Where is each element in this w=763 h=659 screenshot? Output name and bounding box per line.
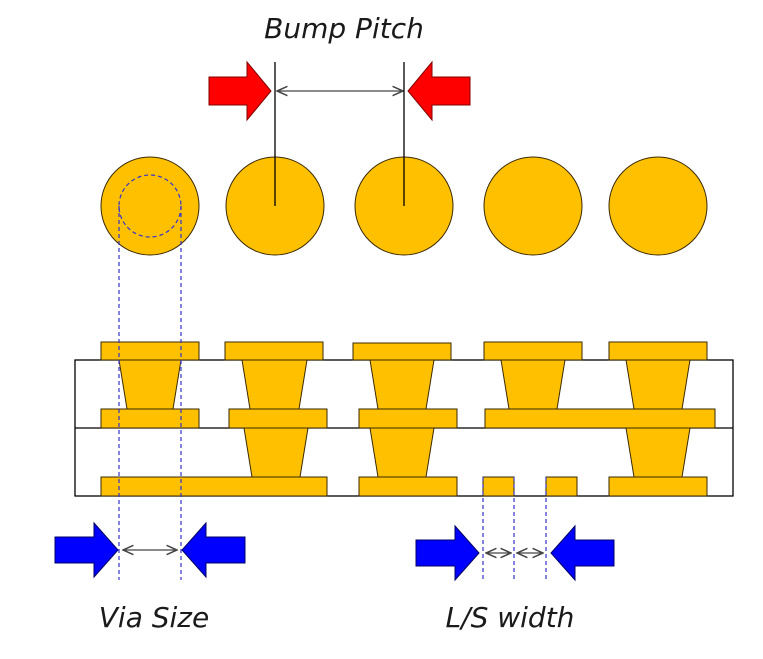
upper-via-1 bbox=[118, 359, 182, 410]
blue-arrow-icon-via-right bbox=[181, 521, 246, 579]
lower-via-5 bbox=[625, 427, 691, 478]
bottom-pad-3 bbox=[358, 476, 458, 497]
top-pad-4 bbox=[483, 341, 583, 361]
upper-via-2 bbox=[241, 359, 308, 410]
middle-pad-4-wide bbox=[484, 408, 716, 429]
blue-arrow-icon-ls-right bbox=[550, 524, 615, 582]
bump-5 bbox=[608, 156, 708, 256]
upper-vias bbox=[118, 359, 691, 410]
upper-via-5 bbox=[625, 359, 691, 410]
bottom-line-a bbox=[482, 476, 515, 497]
bump-1 bbox=[100, 156, 200, 256]
middle-pads bbox=[100, 408, 716, 429]
red-arrow-icon-right bbox=[407, 60, 471, 122]
red-arrow-icon-left bbox=[208, 60, 272, 122]
top-pad-2 bbox=[224, 341, 324, 361]
blue-arrow-icon-via-left bbox=[54, 521, 119, 579]
top-pad-5 bbox=[608, 341, 708, 361]
top-pads bbox=[100, 341, 708, 361]
top-pad-1 bbox=[100, 341, 200, 361]
via-size-guides bbox=[118, 206, 182, 580]
upper-via-4 bbox=[500, 359, 566, 410]
bump-4 bbox=[483, 156, 583, 256]
middle-pad-3 bbox=[358, 408, 458, 429]
lower-via-3 bbox=[369, 427, 435, 478]
ls-width-label: L/S width bbox=[446, 601, 575, 634]
bottom-pad-5 bbox=[608, 476, 708, 497]
bump-pitch-label: Bump Pitch bbox=[264, 12, 424, 45]
bottom-traces bbox=[100, 476, 708, 497]
top-pad-3 bbox=[352, 342, 452, 361]
bottom-line-b bbox=[545, 476, 578, 497]
middle-pad-2 bbox=[228, 408, 328, 429]
blue-arrow-icon-ls-left bbox=[415, 524, 480, 582]
lower-via-2 bbox=[243, 427, 309, 478]
bump-row bbox=[100, 156, 708, 256]
middle-pad-1 bbox=[100, 408, 200, 429]
ls-width-guides bbox=[482, 477, 547, 580]
via-size-label: Via Size bbox=[99, 601, 209, 634]
lower-vias bbox=[243, 427, 691, 478]
bottom-trace-1-wide bbox=[100, 476, 328, 497]
upper-via-3 bbox=[369, 359, 435, 410]
